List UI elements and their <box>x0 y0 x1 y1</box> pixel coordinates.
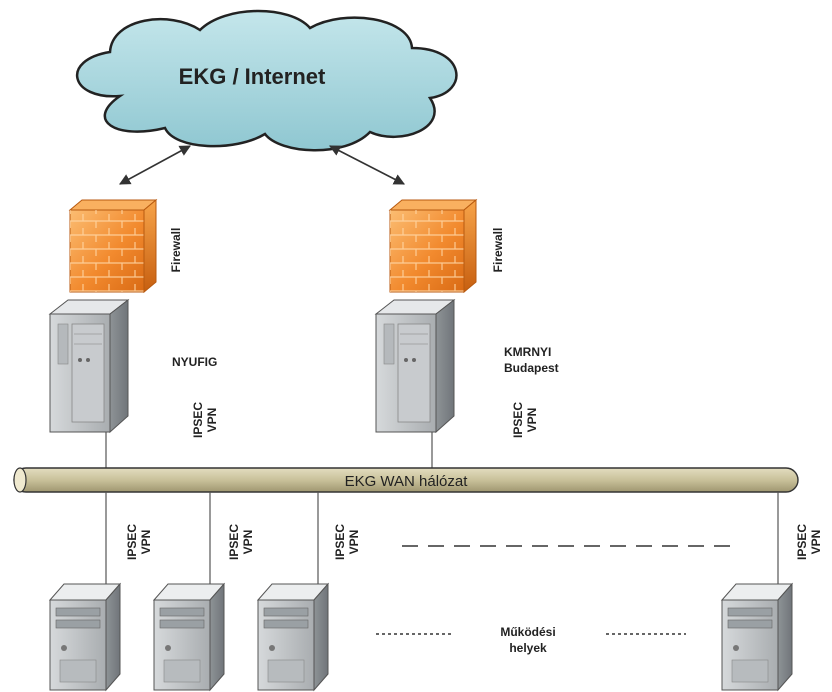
tunnel-label-site-1: IPSEC VPN <box>125 524 153 560</box>
tunnel-vpn: VPN <box>525 408 539 433</box>
firewall-icon <box>68 198 158 294</box>
tunnel-ipsec: IPSEC <box>191 402 205 438</box>
firewall-label-right: Firewall <box>491 228 505 273</box>
tunnel-ipsec: IPSEC <box>795 524 809 560</box>
arrow-right <box>329 145 405 185</box>
sites-label-line1: Működési <box>500 625 555 639</box>
tunnel-label-kmrnyi: IPSEC VPN <box>511 402 539 438</box>
internet-cloud: EKG / Internet <box>76 9 458 152</box>
tunnel-vpn: VPN <box>241 530 255 555</box>
site-server-icon <box>49 583 121 691</box>
server-name-nyufig: NYUFIG <box>172 355 217 369</box>
arrow-left <box>119 145 191 185</box>
tunnel-vpn: VPN <box>139 530 153 555</box>
cloud-label: EKG / Internet <box>179 64 326 89</box>
tunnel-ipsec: IPSEC <box>333 524 347 560</box>
firewall-label-left: Firewall <box>169 228 183 273</box>
tunnel-vpn: VPN <box>347 530 361 555</box>
sites-label-line2: helyek <box>509 641 547 655</box>
tunnel-ipsec: IPSEC <box>125 524 139 560</box>
tunnel-label-nyufig: IPSEC VPN <box>191 402 219 438</box>
tunnel-ipsec: IPSEC <box>227 524 241 560</box>
site-server-icon <box>153 583 225 691</box>
server-name-kmrnyi: KMRNYI <box>504 345 551 359</box>
tunnel-label-site-3: IPSEC VPN <box>333 524 361 560</box>
firewall-icon <box>388 198 478 294</box>
site-server-icon <box>721 583 793 691</box>
wan-pipe: EKG WAN hálózat <box>13 467 799 493</box>
tunnel-vpn: VPN <box>809 530 823 555</box>
site-server-icon <box>257 583 329 691</box>
server-icon-kmrnyi <box>375 299 455 433</box>
wan-label: EKG WAN hálózat <box>345 473 469 490</box>
tunnel-label-site-4: IPSEC VPN <box>795 524 823 560</box>
tunnel-ipsec: IPSEC <box>511 402 525 438</box>
tunnel-vpn: VPN <box>205 408 219 433</box>
tunnel-label-site-2: IPSEC VPN <box>227 524 255 560</box>
server-name-budapest: Budapest <box>504 361 559 375</box>
server-icon-nyufig <box>49 299 129 433</box>
